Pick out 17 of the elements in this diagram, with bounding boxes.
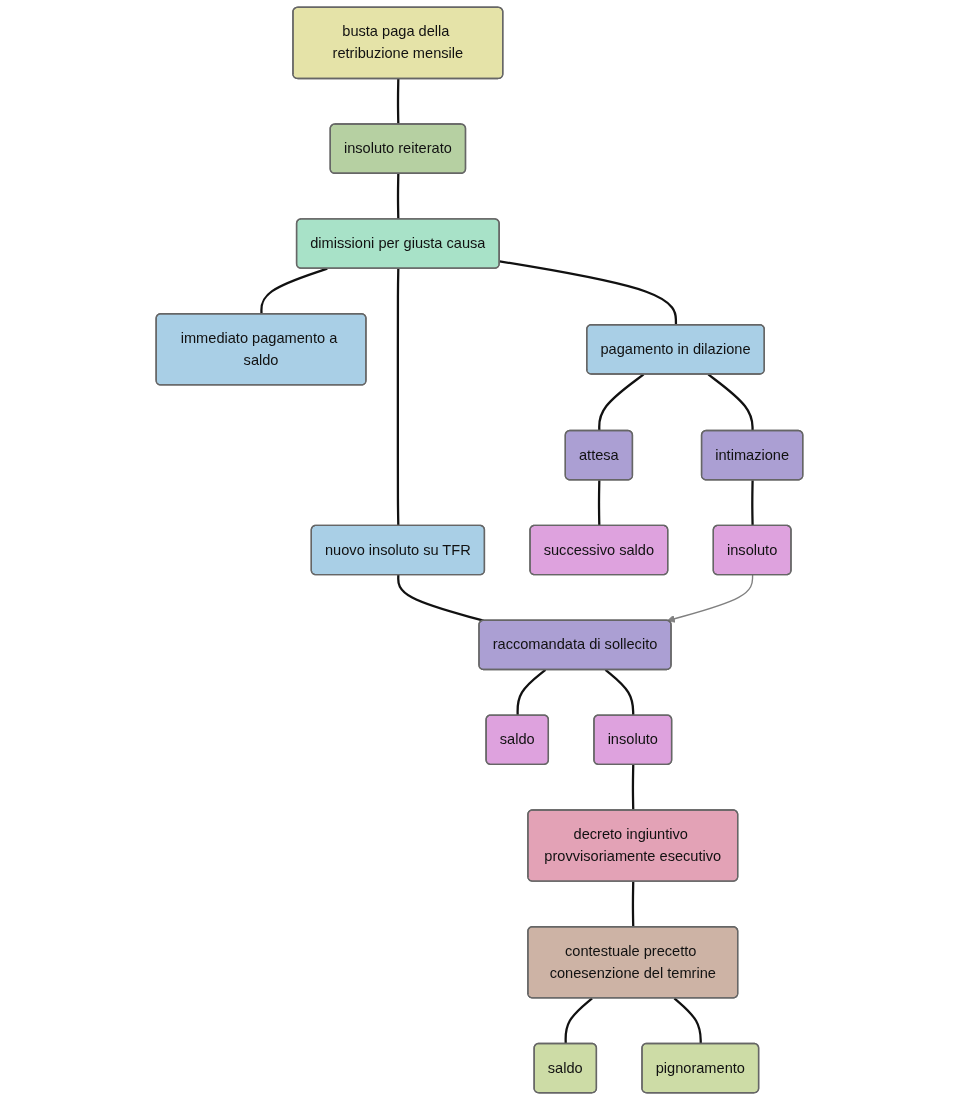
- connector: [498, 260, 677, 326]
- connector: [516, 669, 546, 716]
- connector: [631, 881, 634, 928]
- connector: [597, 373, 644, 431]
- connector: [564, 997, 593, 1044]
- arrow: [666, 574, 753, 623]
- connector: [396, 78, 399, 125]
- connector: [396, 268, 399, 526]
- connector: [604, 669, 634, 716]
- connector: [597, 480, 600, 526]
- connector: [396, 173, 399, 220]
- connector: [707, 373, 754, 431]
- connector: [673, 997, 702, 1044]
- connector: [631, 764, 634, 811]
- connector: [259, 267, 328, 315]
- connector: [396, 575, 484, 622]
- connector: [750, 480, 754, 526]
